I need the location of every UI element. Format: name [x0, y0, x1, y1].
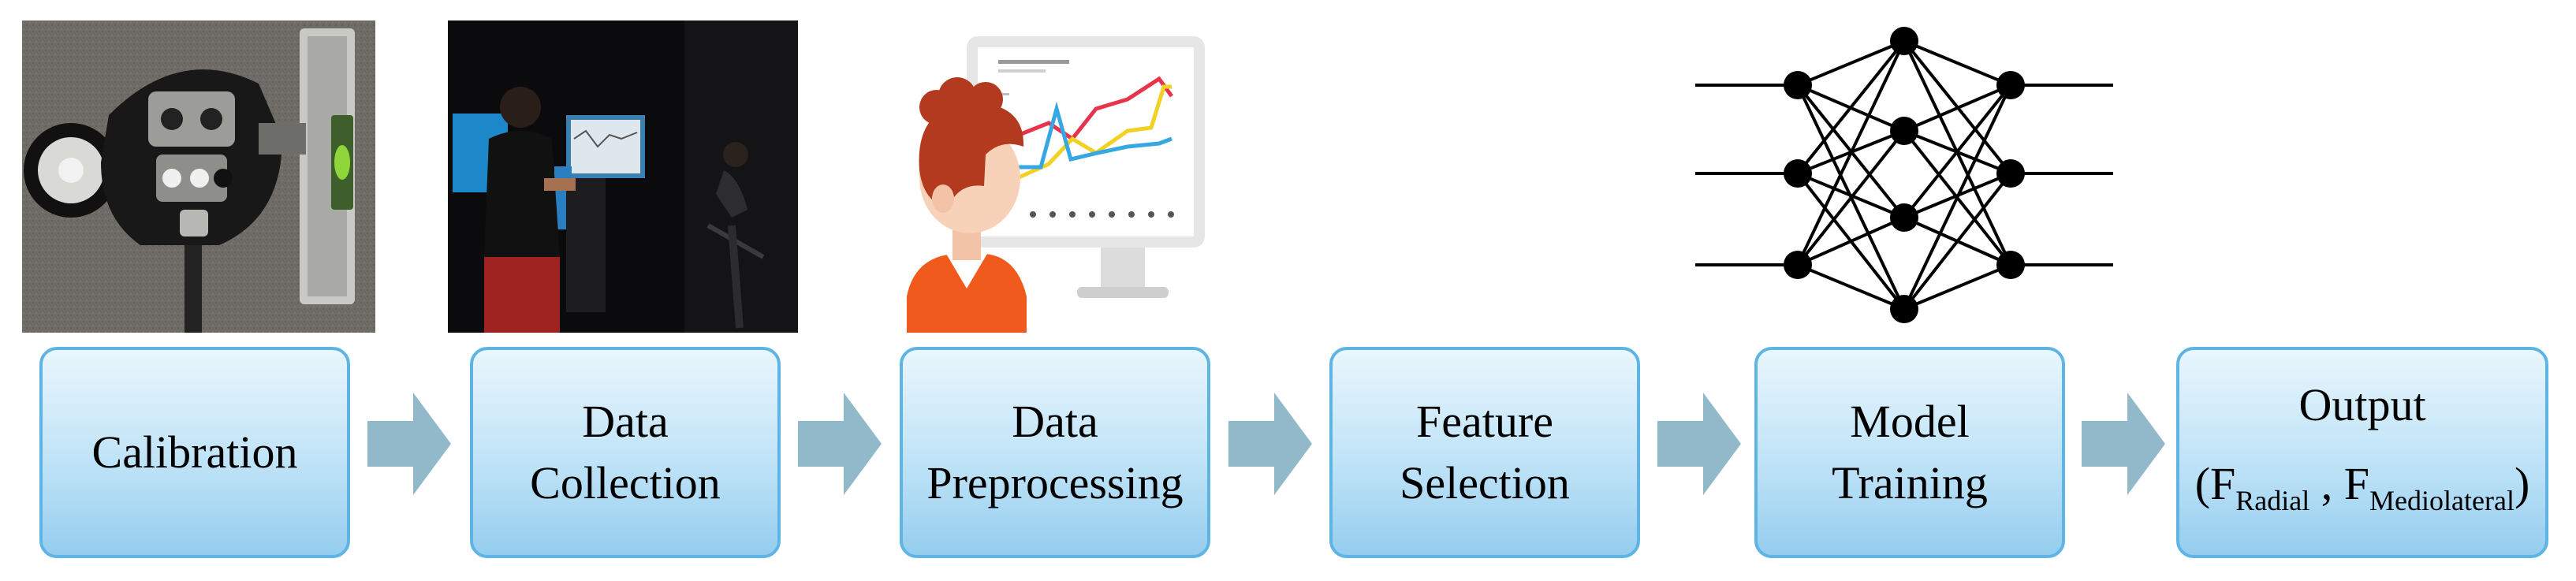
- neuron-node: [1784, 251, 1812, 279]
- arrow-right-icon: [367, 393, 451, 495]
- step-model-training: Model Training: [1754, 347, 2065, 558]
- neuron-node: [1996, 251, 2025, 279]
- step-calibration: Calibration: [39, 347, 350, 558]
- neural-network-icon: [1695, 16, 2113, 331]
- neuron-node: [1996, 71, 2025, 99]
- step-output: Output (FRadial , FMediolateral): [2176, 347, 2548, 558]
- neuron-node: [1784, 159, 1812, 188]
- step-data-preprocessing: Data Preprocessing: [900, 347, 1210, 558]
- step-label: Model Training: [1832, 396, 1988, 508]
- arrow-right-icon: [798, 393, 882, 495]
- neuron-node: [1996, 159, 2025, 188]
- neuron-node: [1890, 203, 1918, 232]
- step-label: Calibration: [91, 426, 298, 478]
- calibration-photo: [22, 20, 375, 333]
- neuron-node: [1890, 295, 1918, 323]
- step-label: Feature Selection: [1400, 396, 1570, 508]
- neuron-node: [1890, 117, 1918, 145]
- step-label: Data Collection: [530, 396, 721, 508]
- step-feature-selection: Feature Selection: [1329, 347, 1640, 558]
- step-data-collection: Data Collection: [470, 347, 781, 558]
- arrow-right-icon: [1657, 393, 1741, 495]
- arrow-right-icon: [2082, 393, 2165, 495]
- neuron-node: [1890, 27, 1918, 55]
- arrow-right-icon: [1228, 393, 1312, 495]
- step-label: Output: [2298, 378, 2426, 430]
- step-label: Data Preprocessing: [926, 396, 1184, 508]
- person-monitor-chart-icon: [891, 20, 1222, 333]
- data-collection-photo: [448, 20, 798, 333]
- neuron-node: [1784, 71, 1812, 99]
- output-formula: (FRadial , FMediolateral): [2194, 457, 2530, 516]
